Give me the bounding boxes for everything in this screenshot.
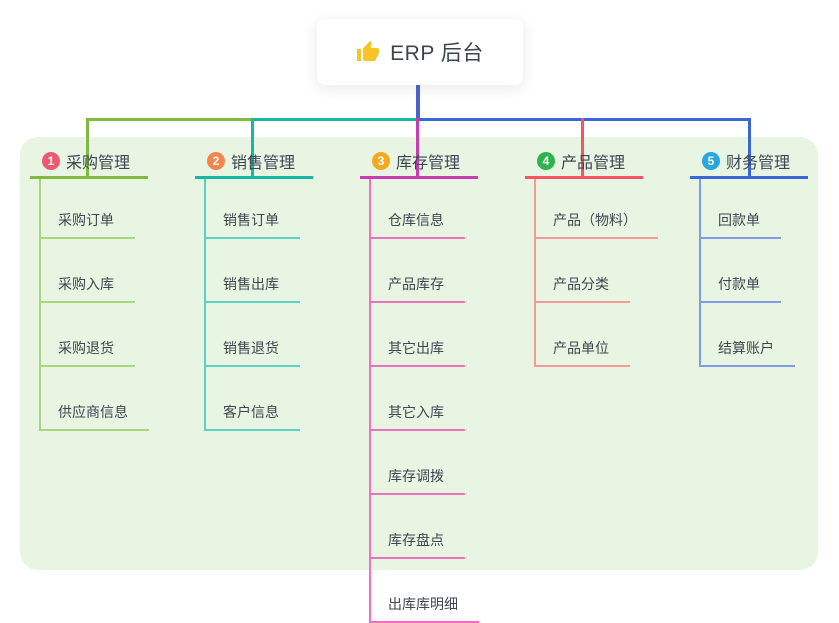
branch-finance: 5 财务管理 回款单 付款单 结算账户	[690, 146, 808, 367]
branch-purchase: 1 采购管理 采购订单 采购入库 采购退货 供应商信息	[30, 146, 149, 431]
branch-finance-header[interactable]: 5 财务管理	[690, 146, 808, 179]
child-node[interactable]: 结算账户	[701, 303, 795, 367]
branch-index-badge: 4	[537, 152, 555, 170]
branch-index-badge: 3	[372, 152, 390, 170]
connector-root-stem	[416, 85, 420, 118]
branch-label: 销售管理	[231, 155, 296, 172]
child-node[interactable]: 产品分类	[536, 239, 630, 303]
branch-product-header[interactable]: 4 产品管理	[525, 146, 643, 179]
connector-drop-product	[581, 118, 584, 177]
child-node[interactable]: 销售订单	[206, 179, 300, 239]
connector-bus-sales	[252, 118, 417, 121]
branch-label: 产品管理	[561, 155, 626, 172]
branch-purchase-header[interactable]: 1 采购管理	[30, 146, 148, 179]
connector-drop-sales	[251, 118, 254, 177]
connector-drop-purchase	[86, 118, 89, 177]
child-node[interactable]: 回款单	[701, 179, 781, 239]
branch-index-badge: 1	[42, 152, 60, 170]
connector-drop-inventory	[416, 118, 419, 177]
child-node[interactable]: 客户信息	[206, 367, 300, 431]
branch-product: 4 产品管理 产品（物料） 产品分类 产品单位	[525, 146, 658, 367]
branch-label: 财务管理	[726, 155, 791, 172]
branch-index-badge: 5	[702, 152, 720, 170]
branch-label: 采购管理	[66, 155, 131, 172]
child-node[interactable]: 采购退货	[41, 303, 135, 367]
connector-bus-finance	[417, 118, 751, 121]
connector-bus-purchase	[86, 118, 252, 121]
branch-children: 销售订单 销售出库 销售退货 客户信息	[204, 179, 300, 431]
connector-drop-finance	[748, 118, 751, 177]
child-node[interactable]: 其它出库	[371, 303, 465, 367]
root-node-label: ERP 后台	[390, 42, 484, 65]
child-node[interactable]: 库存盘点	[371, 495, 465, 559]
branch-children: 采购订单 采购入库 采购退货 供应商信息	[39, 179, 149, 431]
child-node[interactable]: 产品（物料）	[536, 179, 658, 239]
child-node[interactable]: 仓库信息	[371, 179, 465, 239]
branch-sales-header[interactable]: 2 销售管理	[195, 146, 313, 179]
branch-sales: 2 销售管理 销售订单 销售出库 销售退货 客户信息	[195, 146, 313, 431]
child-node[interactable]: 销售退货	[206, 303, 300, 367]
child-node[interactable]: 出库库明细	[371, 559, 479, 623]
branch-children: 仓库信息 产品库存 其它出库 其它入库 库存调拨 库存盘点 出库库明细	[369, 179, 479, 623]
branch-children: 产品（物料） 产品分类 产品单位	[534, 179, 658, 367]
child-node[interactable]: 产品库存	[371, 239, 465, 303]
child-node[interactable]: 销售出库	[206, 239, 300, 303]
mindmap-panel	[20, 137, 818, 570]
child-node[interactable]: 库存调拨	[371, 431, 465, 495]
thumbs-up-icon	[357, 41, 380, 61]
child-node[interactable]: 产品单位	[536, 303, 630, 367]
branch-inventory: 3 库存管理 仓库信息 产品库存 其它出库 其它入库 库存调拨 库存盘点 出库库…	[360, 146, 479, 623]
child-node[interactable]: 采购入库	[41, 239, 135, 303]
child-node[interactable]: 其它入库	[371, 367, 465, 431]
child-node[interactable]: 采购订单	[41, 179, 135, 239]
branch-children: 回款单 付款单 结算账户	[699, 179, 795, 367]
branch-label: 库存管理	[396, 155, 461, 172]
child-node[interactable]: 付款单	[701, 239, 781, 303]
child-node[interactable]: 供应商信息	[41, 367, 149, 431]
branch-index-badge: 2	[207, 152, 225, 170]
root-node[interactable]: ERP 后台	[317, 19, 523, 85]
branch-inventory-header[interactable]: 3 库存管理	[360, 146, 478, 179]
